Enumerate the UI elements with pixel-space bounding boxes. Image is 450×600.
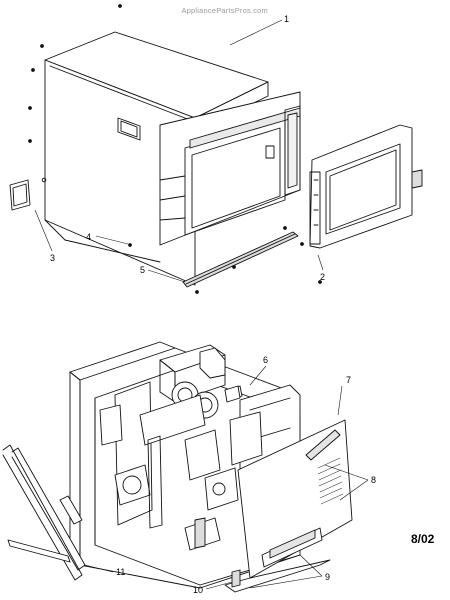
oven-cavity-front xyxy=(159,91,301,246)
callout-11: 11 xyxy=(116,567,125,577)
callout-8: 8 xyxy=(371,475,376,485)
outer-cabinet-wrapper xyxy=(44,31,269,286)
access-cover xyxy=(9,177,47,211)
callout-numbers: 1 2 3 4 5 6 7 8 9 10 11 xyxy=(50,14,376,595)
watermark: AppliancePartsPros.com xyxy=(181,6,268,15)
callout-2: 2 xyxy=(320,272,325,282)
door-seal-strip xyxy=(182,231,299,288)
side-panel xyxy=(237,419,353,579)
revision-label: 8/02 xyxy=(411,532,435,546)
callout-3: 3 xyxy=(50,253,55,263)
callout-7: 7 xyxy=(346,375,351,385)
callout-5: 5 xyxy=(140,265,145,275)
callout-1: 1 xyxy=(284,14,289,24)
door-assembly xyxy=(309,124,423,249)
callout-6: 6 xyxy=(263,355,268,365)
leader-lines xyxy=(34,19,369,590)
callout-9: 9 xyxy=(325,572,330,582)
door-choke-frame xyxy=(2,444,86,581)
callout-10: 10 xyxy=(193,585,203,595)
screws xyxy=(28,4,322,294)
callout-4: 4 xyxy=(86,232,91,242)
internal-components xyxy=(99,344,301,551)
vent-slots xyxy=(317,457,344,505)
bottom-plate xyxy=(224,559,331,593)
